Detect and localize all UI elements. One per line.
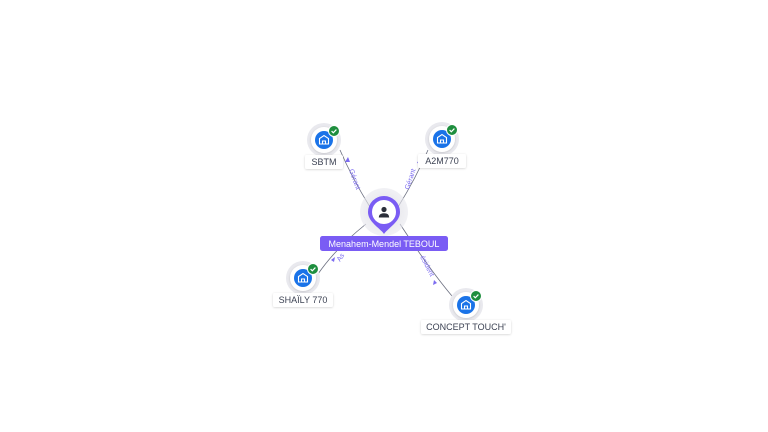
- node-label-box: [305, 155, 343, 169]
- center-label: Menahem-Mendel TEBOUL: [329, 239, 440, 249]
- node-label: SHAÏLY 770: [279, 295, 328, 305]
- node-label-box: [421, 320, 511, 334]
- node-label-box: [418, 154, 466, 168]
- edge-arrow-shaily770: [331, 257, 335, 262]
- edge-label-sbtm: Gérant: [347, 168, 361, 191]
- node-sbtm[interactable]: SBTM: [305, 123, 343, 169]
- center-label-pill: [320, 236, 448, 251]
- person-icon: [378, 206, 390, 218]
- edge-label-concept-touch: ésident: [418, 255, 435, 278]
- node-label: SBTM: [311, 157, 336, 167]
- edge-label-shaily770: As: [336, 252, 347, 263]
- edge-arrow-concept-touch: [433, 280, 437, 285]
- node-concept-touch[interactable]: CONCEPT TOUCH': [421, 288, 511, 334]
- node-label: A2M770: [425, 156, 459, 166]
- verified-badge: [470, 290, 482, 302]
- edge-label-a2m770: Gérant: [404, 168, 417, 191]
- node-label-box: [273, 293, 333, 307]
- verified-badge: [328, 125, 340, 137]
- verified-badge: [446, 124, 458, 136]
- verified-badge: [307, 263, 319, 275]
- node-label: CONCEPT TOUCH': [426, 322, 506, 332]
- node-a2m770[interactable]: A2M770: [418, 122, 466, 168]
- building-icon: [297, 272, 309, 283]
- check-icon: [310, 267, 316, 272]
- building-icon: [436, 133, 448, 144]
- check-icon: [331, 129, 337, 134]
- check-icon: [449, 128, 455, 133]
- edge-concept-touch: [399, 223, 453, 297]
- edge-arrow-sbtm: [345, 157, 350, 162]
- building-icon: [460, 299, 472, 310]
- building-icon: [318, 134, 330, 145]
- check-icon: [473, 294, 479, 299]
- node-shaily770[interactable]: SHAÏLY 770: [273, 261, 333, 307]
- center-node[interactable]: Menahem-Mendel TEBOUL: [320, 188, 448, 251]
